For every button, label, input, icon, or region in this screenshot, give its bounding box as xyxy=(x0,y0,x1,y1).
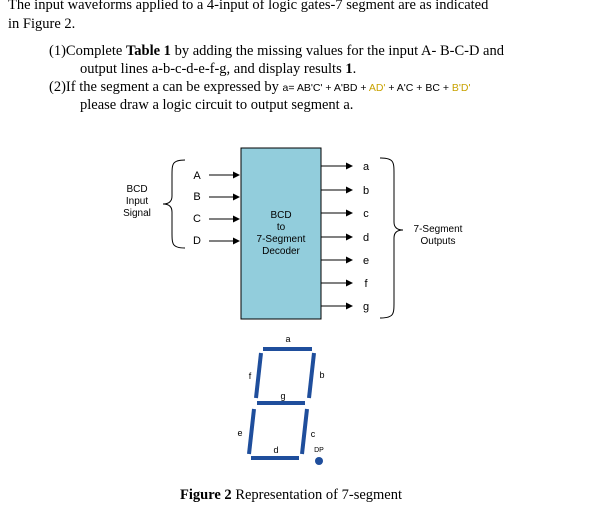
segment-e xyxy=(247,408,256,455)
equation-part-2: + A'C + BC + xyxy=(385,82,452,94)
segment-f xyxy=(254,352,263,399)
question-1-line-2-text: output lines a-b-c-d-e-f-g, and display … xyxy=(80,61,346,77)
input-brace xyxy=(162,159,186,249)
seven-segment-display xyxy=(247,347,323,465)
outputs-label-1: 7-Segment xyxy=(414,224,463,235)
segment-label-b: b xyxy=(319,370,324,380)
output-label-a: a xyxy=(363,161,370,173)
intro-line-2: in Figure 2. xyxy=(8,16,76,32)
segment-label-c: c xyxy=(311,429,316,439)
equation-part-1: a= AB'C' + A'BD + xyxy=(282,82,369,94)
decoder-label-2: to xyxy=(277,222,286,233)
display-result-ref: 1 xyxy=(345,61,353,77)
segment-label-g: g xyxy=(280,391,285,401)
segment-label-dp: DP xyxy=(314,447,324,454)
input-label-a: A xyxy=(193,170,201,182)
question-1-text-rest: by adding the missing values for the inp… xyxy=(170,43,504,59)
intro-line-1: The input waveforms applied to a 4-input… xyxy=(8,0,489,13)
period: . xyxy=(352,61,357,77)
bcd-label-3: Signal xyxy=(123,208,151,219)
equation-term-bd: B'D' xyxy=(451,82,471,94)
input-label-c: C xyxy=(193,213,201,225)
input-label-b: B xyxy=(193,191,200,203)
question-1-number: (1) xyxy=(49,43,66,59)
bcd-label-1: BCD xyxy=(126,184,147,195)
decoder-label-4: Decoder xyxy=(262,246,300,257)
input-label-d: D xyxy=(193,235,201,247)
question-2-number: (2) xyxy=(49,79,66,95)
segment-c xyxy=(300,408,309,455)
table-ref: Table 1 xyxy=(125,43,171,59)
output-label-d: d xyxy=(363,232,369,244)
figure-caption-text: Representation of 7-segment xyxy=(231,487,403,503)
output-brace xyxy=(379,157,404,319)
question-2-line-2: please draw a logic circuit to output se… xyxy=(80,97,354,113)
figure-caption: Figure 2 Representation of 7-segment xyxy=(180,486,402,504)
question-2-text: If the segment a can be expressed by xyxy=(65,79,283,95)
segment-label-e: e xyxy=(237,428,242,438)
output-label-e: e xyxy=(363,255,369,267)
decoder-box xyxy=(240,147,322,320)
segment-dp xyxy=(315,457,323,465)
segment-b xyxy=(307,352,316,399)
outputs-label-2: Outputs xyxy=(420,236,455,247)
decoder-label-1: BCD xyxy=(270,210,291,221)
question-1-line-2: output lines a-b-c-d-e-f-g, and display … xyxy=(80,60,356,78)
equation: a= AB'C' + A'BD + AD' + A'C + BC + B'D' xyxy=(283,82,471,94)
segment-label-d: d xyxy=(273,445,278,455)
figure-caption-label: Figure 2 xyxy=(180,487,232,503)
output-label-f: f xyxy=(364,278,368,290)
equation-term-ad: AD' xyxy=(368,82,386,94)
bcd-label-2: Input xyxy=(126,196,148,207)
decoder-label-3: 7-Segment xyxy=(257,234,306,245)
segment-label-f: f xyxy=(249,371,252,381)
question-1-line-1: (1)Complete Table 1 by adding the missin… xyxy=(49,42,504,60)
output-label-b: b xyxy=(363,185,369,197)
output-label-g: g xyxy=(363,301,369,313)
question-1-text: Complete xyxy=(65,43,126,59)
question-2-line-1: (2)If the segment a can be expressed by … xyxy=(49,78,471,97)
segment-label-a: a xyxy=(285,334,290,344)
output-label-c: c xyxy=(363,208,369,220)
